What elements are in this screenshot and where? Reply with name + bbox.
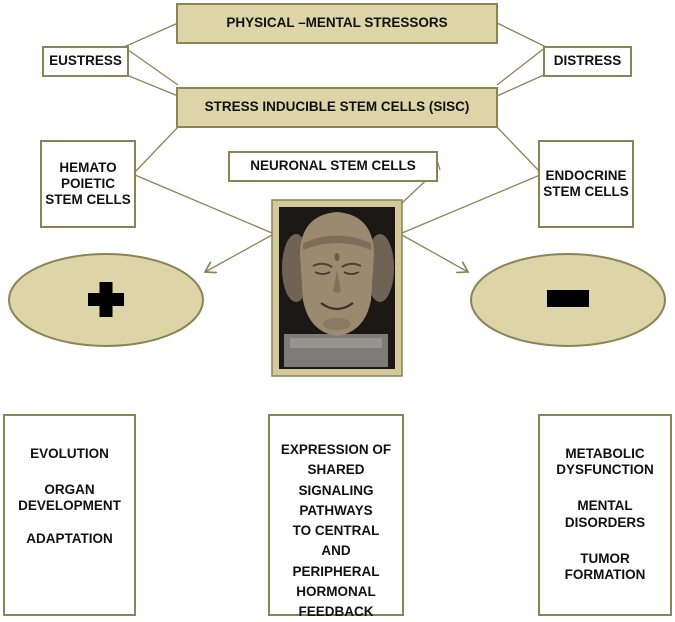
line-stressors-eustress (123, 22, 179, 48)
outcome-item: TUMOR FORMATION (564, 550, 646, 582)
endocrine-box: ENDOCRINE STEM CELLS (538, 140, 634, 228)
outcome-line: PERIPHERAL (292, 563, 380, 579)
arrow-to-negative (401, 234, 468, 272)
eustress-box: EUSTRESS (42, 46, 129, 77)
outcome-line: FEEDBACK (298, 604, 374, 619)
stone-buddha-head-icon (271, 199, 403, 377)
line-endocrine-image (401, 174, 541, 234)
hemato-line: POIETIC (60, 175, 115, 191)
arrow-to-positive (205, 234, 273, 272)
outcomes-center-box: EXPRESSION OF SHARED SIGNALING PATHWAYS … (268, 414, 404, 619)
minus-sign-icon (547, 290, 589, 307)
hemato-line: STEM CELLS (45, 192, 131, 208)
outcome-line: AND (321, 543, 351, 559)
line-sisc-hemato (134, 126, 179, 173)
line-sisc-endocrine (496, 126, 541, 173)
outcome-item: ORGAN DEVELOPMENT (18, 482, 121, 514)
outcome-line: PATHWAYS (299, 502, 373, 518)
distress-label: DISTRESS (553, 53, 622, 69)
outcomes-right-box: METABOLIC DYSFUNCTION MENTAL DISORDERS T… (538, 414, 672, 616)
outcome-item: EVOLUTION (30, 446, 109, 461)
outcomes-left-box: EVOLUTION ORGAN DEVELOPMENT ADAPTATION (3, 414, 136, 616)
sisc-label: STRESS INDUCIBLE STEM CELLS (SISC) (204, 99, 470, 115)
plus-sign-icon (88, 282, 124, 317)
outcome-item: ADAPTATION (26, 530, 113, 546)
neuronal-box: NEURONAL STEM CELLS (228, 151, 438, 182)
sisc-box: STRESS INDUCIBLE STEM CELLS (SISC) (176, 87, 498, 128)
line-distress-diag (496, 46, 547, 86)
line-stressors-distress (496, 22, 547, 48)
line-distress-sisc (496, 73, 547, 97)
outcome-item: MENTAL DISORDERS (564, 498, 646, 530)
endocrine-line: ENDOCRINE (545, 167, 627, 183)
outcome-item: METABOLIC DYSFUNCTION (556, 446, 654, 478)
line-hemato-image (134, 174, 273, 234)
hemato-box: HEMATO POIETIC STEM CELLS (40, 140, 136, 228)
eustress-label: EUSTRESS (49, 53, 122, 69)
stressors-label: PHYSICAL –MENTAL STRESSORS (226, 15, 448, 31)
outcome-line: HORMONAL (296, 583, 376, 599)
endocrine-line: STEM CELLS (543, 184, 629, 199)
line-eustress-sisc (123, 73, 179, 97)
line-eustress-diag (123, 46, 179, 86)
stressors-box: PHYSICAL –MENTAL STRESSORS (176, 3, 498, 44)
hemato-line: HEMATO (59, 159, 117, 175)
outcome-line: SIGNALING (298, 482, 374, 498)
distress-box: DISTRESS (543, 46, 632, 77)
neuronal-label: NEURONAL STEM CELLS (250, 158, 416, 174)
outcome-line: EXPRESSION OF (280, 442, 392, 457)
outcome-line: TO CENTRAL (292, 523, 380, 538)
outcome-line: SHARED (307, 462, 365, 478)
